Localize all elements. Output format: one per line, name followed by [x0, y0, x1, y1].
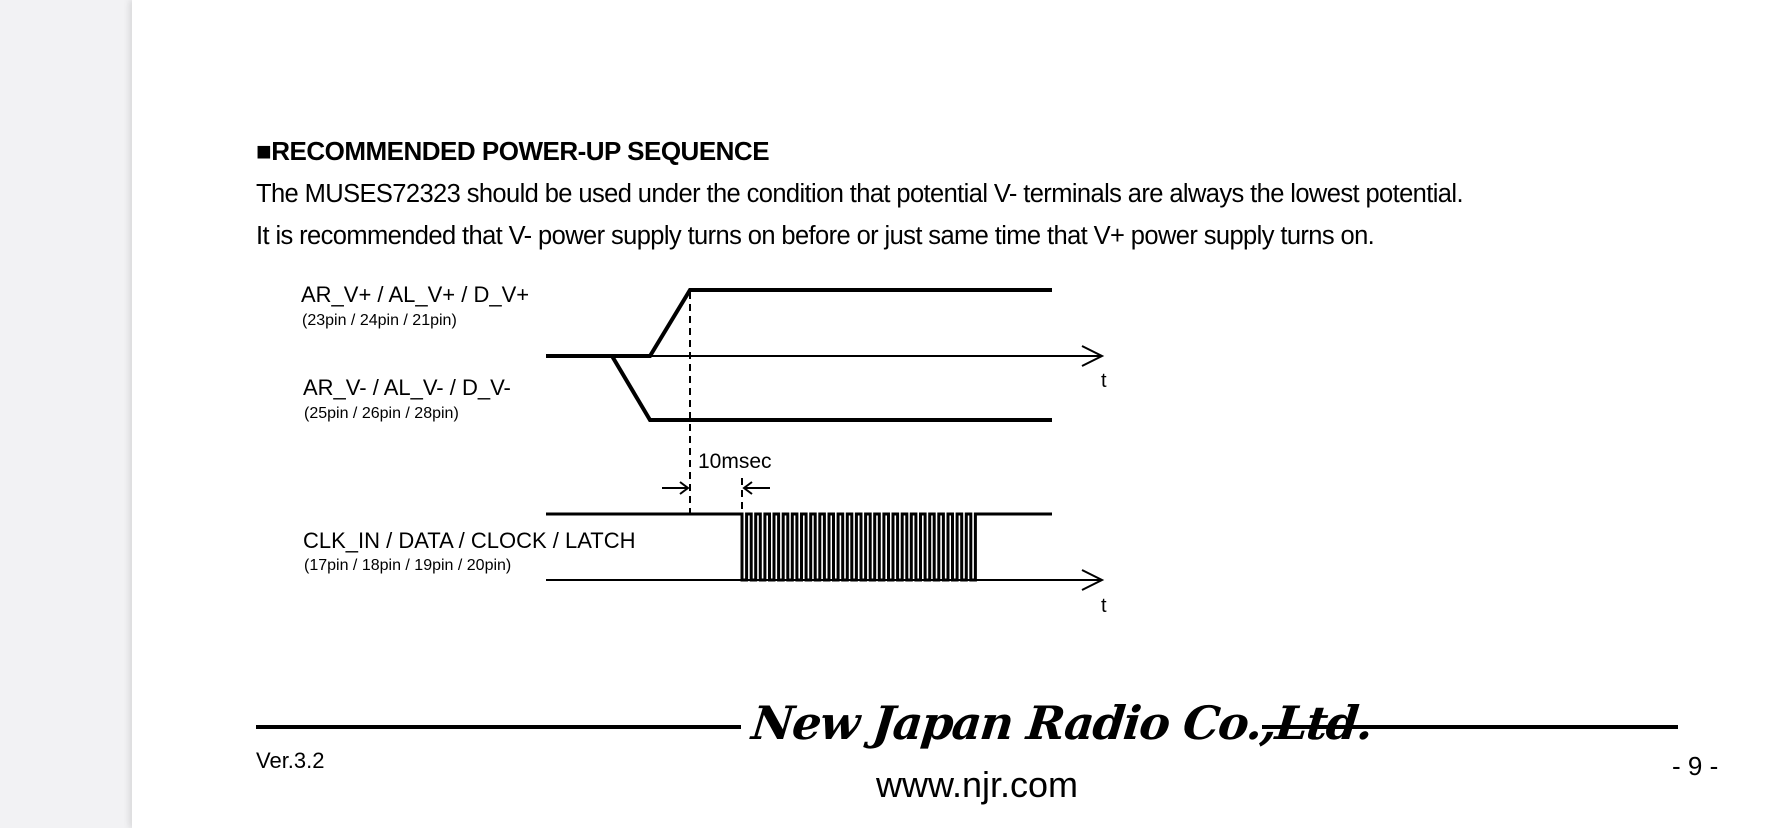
time-label-upper: t [1101, 370, 1107, 392]
time-label-lower: t [1101, 595, 1107, 617]
delay-label: 10msec [698, 450, 772, 473]
time-axis-upper-arrow [1081, 345, 1105, 367]
v-minus-waveform [610, 354, 1052, 422]
paragraph-1: The MUSES72323 should be used under the … [256, 180, 1464, 208]
delay-arrow-left-head [679, 481, 690, 495]
signal-pins-v-minus: (25pin / 26pin / 28pin) [304, 405, 459, 422]
page-number: - 9 - [1672, 751, 1719, 781]
version-label: Ver.3.2 [256, 748, 325, 773]
signal-label-v-minus: AR_V- / AL_V- / D_V- [303, 375, 511, 400]
company-url: www.njr.com [876, 764, 1079, 805]
delay-arrow-right-head [742, 481, 753, 495]
footer-rule-right [1262, 725, 1678, 729]
signal-pins-v-plus: (23pin / 24pin / 21pin) [302, 312, 457, 329]
company-logo: New Japan Radio Co.,Ltd. [749, 696, 1375, 750]
footer-rule-left [256, 725, 741, 729]
signal-label-clock: CLK_IN / DATA / CLOCK / LATCH [303, 528, 636, 553]
v-plus-waveform [546, 288, 1052, 358]
signal-label-v-plus: AR_V+ / AL_V+ / D_V+ [301, 282, 529, 307]
power-up-timing-diagram: AR_V+ / AL_V+ / D_V+ (23pin / 24pin / 21… [301, 282, 1107, 617]
paragraph-2: It is recommended that V- power supply t… [256, 222, 1375, 250]
clock-data-waveform [546, 512, 1052, 582]
document-page: ■RECOMMENDED POWER-UP SEQUENCE The MUSES… [132, 0, 1792, 828]
signal-pins-clock: (17pin / 18pin / 19pin / 20pin) [304, 557, 511, 574]
time-axis-lower-arrow [1081, 569, 1105, 591]
section-heading: ■RECOMMENDED POWER-UP SEQUENCE [256, 136, 770, 166]
